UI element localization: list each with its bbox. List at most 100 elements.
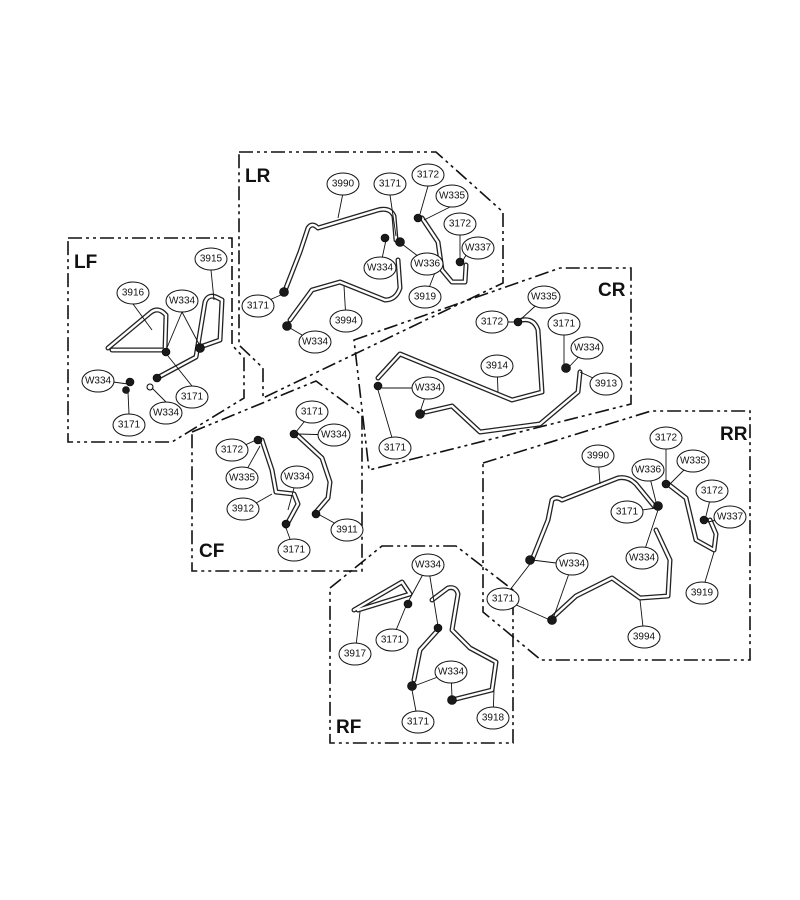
group-lf (67, 237, 245, 443)
callout-lr-w336: W336 (410, 252, 444, 276)
callout-cf-3911: 3911 (330, 518, 364, 542)
callout-lf-w334-a: W334 (165, 289, 199, 313)
svg-text:3914: 3914 (486, 361, 509, 372)
callout-cf-w334-b: W334 (280, 465, 314, 489)
svg-text:3171: 3171 (379, 179, 402, 190)
callout-lr-3919: 3919 (408, 285, 442, 309)
callout-rf-3171-a: 3171 (375, 628, 409, 652)
svg-text:W335: W335 (229, 473, 256, 484)
tube-3918 (429, 585, 499, 703)
callout-cr-3171-b: 3171 (378, 436, 412, 460)
svg-text:3172: 3172 (701, 486, 724, 497)
svg-text:3911: 3911 (336, 525, 358, 536)
callout-cr-3171-a: 3171 (547, 312, 581, 336)
svg-text:3171: 3171 (616, 507, 639, 518)
group-lf-boundary (67, 237, 245, 443)
callout-rr-3172-b: 3172 (695, 479, 729, 503)
callout-cr-w334-a: W334 (570, 336, 604, 360)
svg-text:W334: W334 (85, 376, 112, 387)
group-rf-label: RF (336, 717, 361, 738)
svg-text:3917: 3917 (344, 649, 367, 660)
svg-text:3172: 3172 (417, 170, 440, 181)
svg-text:W334: W334 (438, 667, 465, 678)
svg-text:W334: W334 (367, 263, 394, 274)
tube-3916 (105, 307, 169, 353)
tube-3915 (154, 293, 225, 381)
tube-3990 (281, 206, 399, 296)
callout-cr-3172: 3172 (475, 310, 509, 334)
svg-text:3172: 3172 (449, 219, 472, 230)
callout-lr-w334-a: W334 (363, 256, 397, 280)
callout-lr-3172-a: 3172 (411, 163, 445, 187)
callout-rf-3171-b: 3171 (401, 710, 435, 734)
group-cf (191, 380, 363, 572)
group-cf-label: CF (199, 541, 224, 562)
callout-cr-w335: W335 (527, 285, 561, 309)
callout-rr-w334-a: W334 (625, 546, 659, 570)
svg-text:3172: 3172 (481, 317, 504, 328)
svg-text:W334: W334 (302, 337, 329, 348)
callout-lr-3172-b: 3172 (443, 212, 477, 236)
callout-lf-w334-b: W334 (81, 369, 115, 393)
callout-cf-3171-a: 3171 (295, 400, 329, 424)
tube-3990-rr (529, 475, 657, 563)
svg-text:3913: 3913 (595, 379, 618, 390)
group-lf-label: LF (74, 252, 97, 273)
svg-text:W335: W335 (680, 456, 707, 467)
svg-text:3912: 3912 (232, 504, 255, 515)
group-cr (353, 267, 632, 471)
callout-cr-3914: 3914 (480, 354, 514, 378)
svg-text:3918: 3918 (482, 713, 505, 724)
tube-3919-lr (419, 215, 469, 285)
callout-rr-3994: 3994 (627, 625, 661, 649)
svg-text:3919: 3919 (691, 588, 714, 599)
svg-text:3171: 3171 (553, 319, 576, 330)
callout-lr-3171-a: 3171 (373, 172, 407, 196)
tube-3994-rr (549, 527, 673, 621)
fittings (122, 213, 709, 705)
svg-text:W337: W337 (465, 243, 492, 254)
svg-text:3171: 3171 (301, 407, 324, 418)
tube-3913 (423, 369, 583, 435)
callout-lr-w337: W337 (461, 236, 495, 260)
svg-text:W334: W334 (559, 559, 586, 570)
callout-lf-3171-a: 3171 (175, 385, 209, 409)
callout-rr-w337: W337 (713, 505, 747, 529)
callout-rr-3990: 3990 (581, 444, 615, 468)
callout-rf-3918: 3918 (476, 706, 510, 730)
group-cr-label: CR (598, 280, 626, 301)
svg-text:W335: W335 (531, 292, 558, 303)
callout-cr-3913: 3913 (589, 372, 623, 396)
svg-text:W336: W336 (414, 259, 441, 270)
callout-rr-3172-a: 3172 (649, 426, 683, 450)
tube-3914 (375, 317, 545, 403)
callout-cf-w334-a: W334 (317, 423, 351, 447)
callout-rr-w336: W336 (631, 458, 665, 482)
svg-text:3171: 3171 (118, 420, 141, 431)
svg-text:3915: 3915 (200, 254, 223, 265)
callout-lf-3916: 3916 (116, 281, 150, 305)
callout-rr-3171-b: 3171 (486, 587, 520, 611)
tube-3917 (351, 579, 413, 613)
group-rr-label: RR (720, 424, 748, 445)
svg-text:3171: 3171 (384, 443, 407, 454)
svg-text:3171: 3171 (492, 594, 515, 605)
svg-text:W334: W334 (574, 343, 601, 354)
tube-rf-link (411, 627, 441, 683)
svg-text:W334: W334 (321, 430, 348, 441)
svg-text:W334: W334 (284, 472, 311, 483)
group-rr (482, 410, 751, 661)
callout-lf-3171-b: 3171 (112, 413, 146, 437)
callout-cf-3912: 3912 (226, 497, 260, 521)
svg-text:3172: 3172 (221, 445, 244, 456)
svg-text:3172: 3172 (655, 433, 678, 444)
callout-cf-3171-b: 3171 (277, 538, 311, 562)
tube-3911 (293, 431, 333, 515)
brake-tubes (105, 206, 719, 703)
svg-text:3171: 3171 (407, 717, 430, 728)
callout-cf-3172: 3172 (215, 438, 249, 462)
svg-text:W334: W334 (415, 560, 442, 571)
callout-lr-w335: W335 (435, 184, 469, 208)
callout-lr-w334-b: W334 (298, 330, 332, 354)
tube-3919-rr (665, 481, 719, 553)
